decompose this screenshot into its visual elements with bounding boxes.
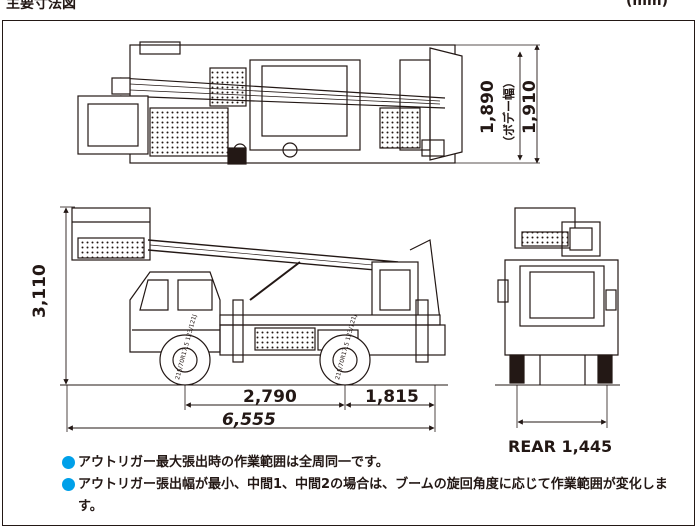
header-strip: 主要寸法図 (mm) (0, 0, 698, 14)
note-line: アウトリガー張出幅が最小、中間1、中間2の場合は、ブームの旋回角度に応じて作業範… (62, 474, 682, 518)
top-view (77, 41, 540, 165)
note-line: アウトリガー最大張出時の作業範囲は全周同一です。 (62, 452, 682, 474)
bullet-icon (62, 456, 75, 469)
drawing-frame (2, 20, 695, 526)
rear-track-dimension-label: REAR 1,445 (508, 437, 613, 456)
bullet-icon (62, 478, 75, 491)
rear-view (495, 207, 620, 428)
header-unit: (mm) (626, 0, 668, 9)
side-view (60, 206, 448, 432)
overall-length-dimension-label: 6,555 (222, 410, 276, 430)
notes: アウトリガー最大張出時の作業範囲は全周同一です。 アウトリガー張出幅が最小、中間… (62, 452, 682, 518)
rear-overhang-dimension-label: 1,815 (365, 387, 419, 407)
width-dimension-label: 1,890 (478, 80, 498, 134)
body-width-dimension-label: 1,910 (520, 80, 540, 134)
note-text: アウトリガー張出幅が最小、中間1、中間2の場合は、ブームの旋回角度に応じて作業範… (78, 477, 668, 514)
body-width-note: （ボデー幅） (502, 75, 516, 148)
height-dimension-label: 3,110 (30, 264, 50, 318)
wheelbase-dimension-label: 2,790 (243, 387, 297, 407)
note-text: アウトリガー最大張出時の作業範囲は全周同一です。 (78, 455, 389, 470)
header-title: 主要寸法図 (6, 0, 76, 12)
